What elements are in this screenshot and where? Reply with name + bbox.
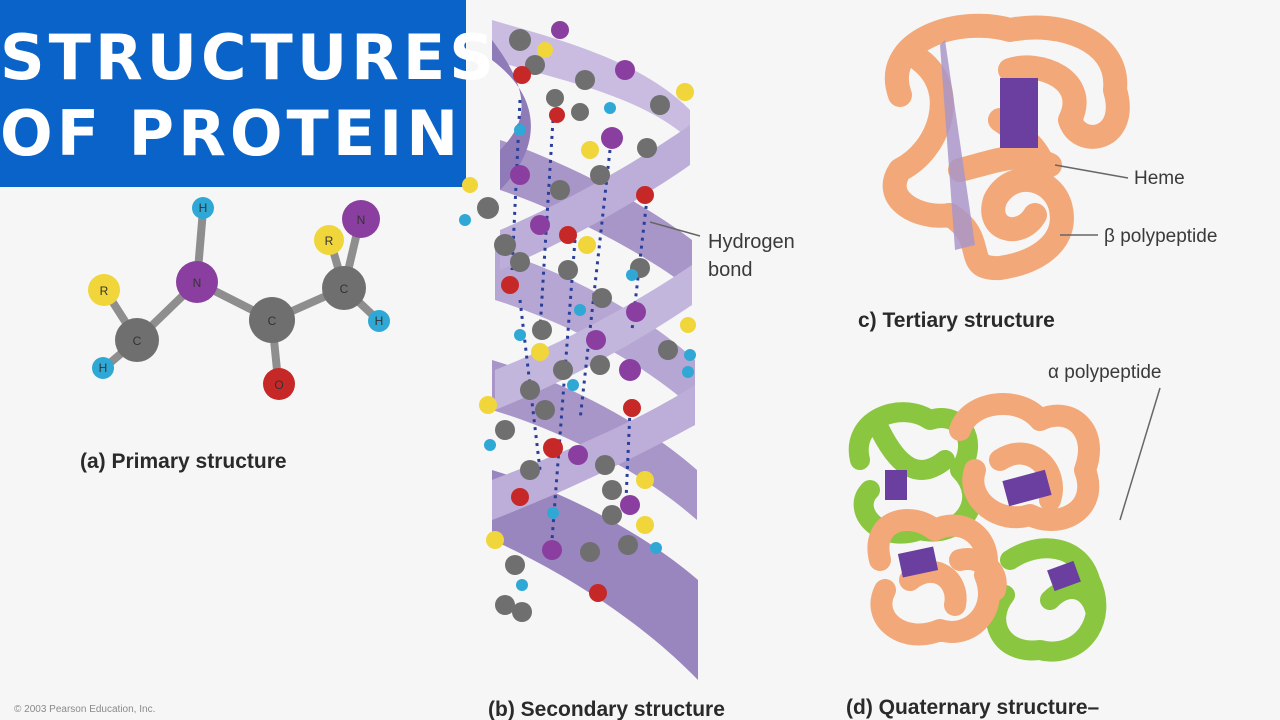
- atom-carbon: C: [249, 297, 295, 343]
- primary-structure-caption: (a) Primary structure: [80, 450, 287, 473]
- alpha-leader-line: [1119, 387, 1161, 521]
- tertiary-structure-caption: c) Tertiary structure: [858, 309, 1055, 332]
- svg-text:N: N: [193, 276, 202, 290]
- hydrogen-bond-label-line-2: bond: [708, 259, 753, 281]
- svg-text:H: H: [199, 201, 208, 215]
- heme-group: [885, 470, 907, 500]
- secondary-structure-caption: (b) Secondary structure: [488, 698, 725, 720]
- svg-text:R: R: [100, 284, 109, 298]
- quaternary-structure-caption: (d) Quaternary structure–: [846, 696, 1100, 719]
- svg-text:H: H: [99, 361, 108, 375]
- atom-carbon: C: [115, 318, 159, 362]
- heme-group: [897, 546, 939, 578]
- heme-group: [1000, 78, 1038, 148]
- svg-text:R: R: [325, 234, 334, 248]
- atom-hydrogen: H: [92, 357, 114, 379]
- atom-nitrogen: N: [176, 261, 218, 303]
- svg-text:O: O: [274, 378, 283, 392]
- svg-text:C: C: [340, 282, 349, 296]
- heme-leader-line: [1054, 164, 1129, 179]
- beta-polypeptide-coil: [882, 13, 1130, 281]
- heme-label: Heme: [1134, 168, 1185, 189]
- title-line-1: STRUCTURES: [0, 21, 498, 94]
- atom-hydrogen: H: [192, 197, 214, 219]
- atom-r-group: R: [88, 274, 120, 306]
- heme-alpha-segment: [940, 40, 975, 250]
- hydrogen-bond-leader-line: [649, 221, 701, 237]
- svg-text:C: C: [268, 314, 277, 328]
- svg-text:C: C: [133, 334, 142, 348]
- tertiary-structure-panel: Heme β polypeptide c) Tertiary structure: [858, 13, 1217, 332]
- copyright-notice: © 2003 Pearson Education, Inc.: [14, 704, 155, 715]
- hydrogen-bond-label-line-1: Hydrogen: [708, 231, 795, 253]
- atom-carbon: C: [322, 266, 366, 310]
- svg-text:H: H: [375, 314, 384, 328]
- title-line-2: OF PROTEIN: [0, 97, 463, 170]
- quaternary-structure-panel: α polypeptide (d) Quaternary structure–: [846, 362, 1161, 719]
- helix-atoms: [459, 21, 696, 622]
- atom-oxygen: O: [263, 368, 295, 400]
- heme-group: [1002, 469, 1052, 507]
- beta-chain-orange: [867, 393, 1100, 646]
- svg-text:N: N: [357, 213, 366, 227]
- title-banner: STRUCTURES OF PROTEIN: [0, 0, 498, 187]
- primary-structure-panel: C N C C O N R R: [80, 197, 390, 473]
- alpha-polypeptide-label: α polypeptide: [1048, 362, 1161, 383]
- heme-group: [1047, 560, 1081, 592]
- atom-nitrogen: N: [342, 200, 380, 238]
- atom-hydrogen: H: [368, 310, 390, 332]
- secondary-structure-panel: Hydrogen bond: [459, 20, 795, 720]
- atom-r-group: R: [314, 225, 344, 255]
- beta-polypeptide-label: β polypeptide: [1104, 226, 1217, 247]
